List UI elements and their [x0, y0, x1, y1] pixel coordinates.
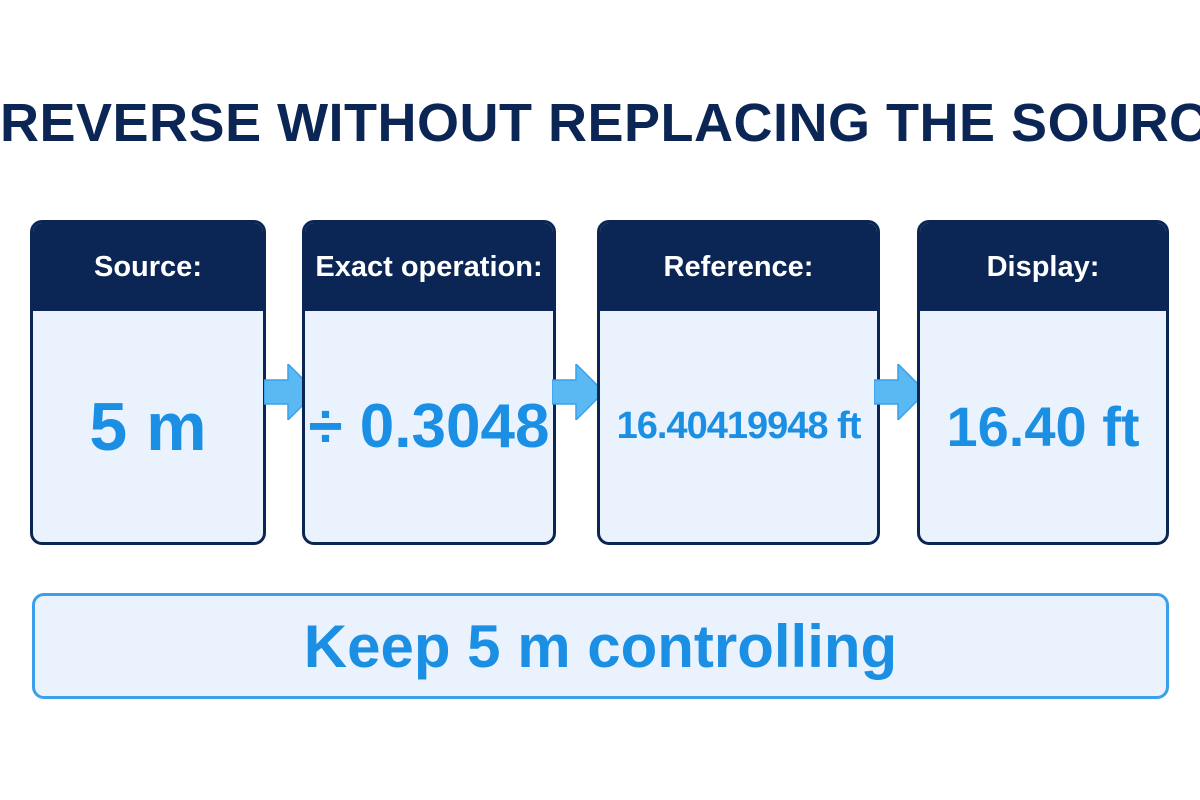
display-card-header: Display:	[920, 223, 1166, 311]
page-title: REVERSE WITHOUT REPLACING THE SOURCE	[0, 93, 1200, 153]
operation-card: Exact operation: ÷ 0.3048	[302, 220, 556, 545]
source-card-value: 5 m	[89, 388, 207, 465]
display-card: Display: 16.40 ft	[917, 220, 1169, 545]
source-card-header: Source:	[33, 223, 263, 311]
display-card-value: 16.40 ft	[946, 395, 1140, 458]
source-card: Source: 5 m	[30, 220, 266, 545]
operation-card-value: ÷ 0.3048	[308, 392, 550, 461]
footer-callout: Keep 5 m controlling	[32, 593, 1169, 699]
arrow-right-icon	[552, 364, 604, 420]
arrow-right-icon	[874, 364, 926, 420]
reference-card-header: Reference:	[600, 223, 877, 311]
reference-card-value: 16.40419948 ft	[616, 405, 862, 447]
reference-card: Reference: 16.40419948 ft	[597, 220, 880, 545]
operation-card-header: Exact operation:	[305, 223, 553, 311]
